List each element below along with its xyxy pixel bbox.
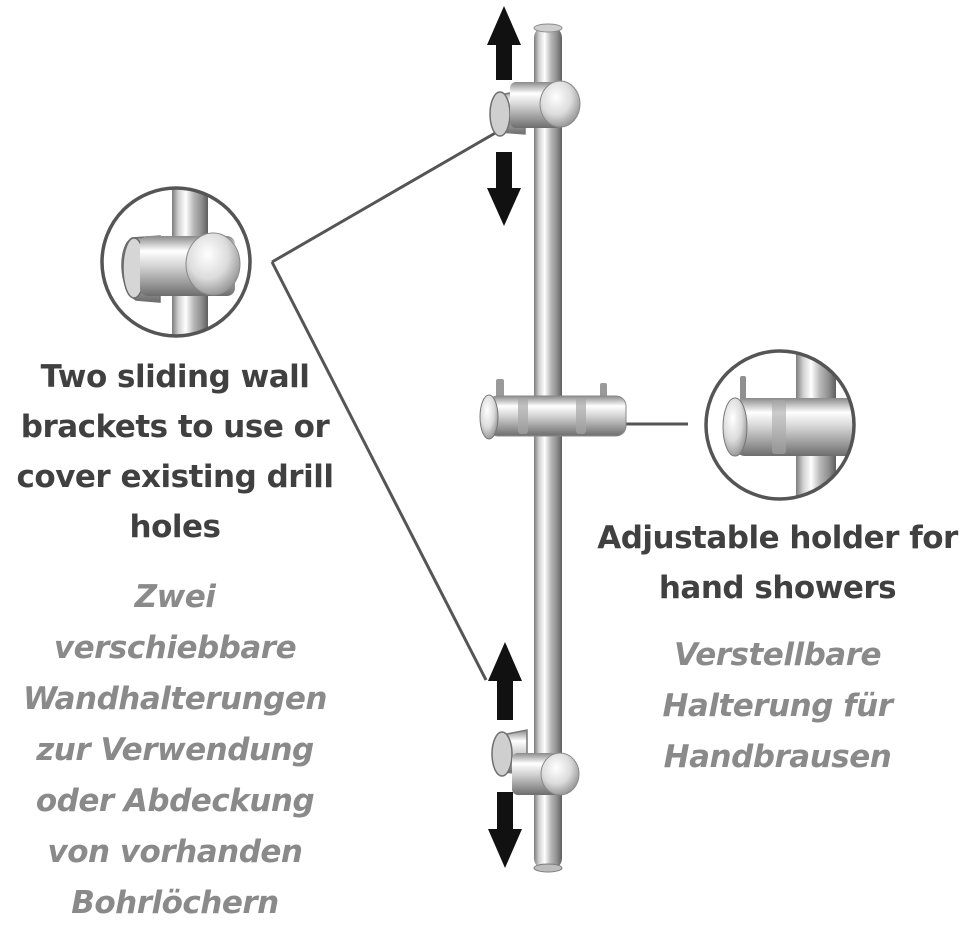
rail-bottom-cap — [533, 863, 563, 873]
holder-caption-en: Adjustable holder for hand showers — [585, 513, 970, 613]
caption-line: Zwei — [134, 579, 216, 615]
callout-line-lower — [270, 261, 488, 681]
slide-arrows — [487, 6, 522, 868]
caption-line: hand showers — [658, 570, 897, 606]
caption-line: holes — [129, 509, 221, 545]
arrow-up-icon — [488, 642, 522, 720]
arrow-down-icon — [488, 792, 522, 868]
caption-line: Verstellbare — [673, 637, 882, 673]
holder-detail-circle — [704, 349, 856, 501]
caption-line: cover existing drill — [16, 459, 334, 495]
caption-line: verschiebbare — [53, 630, 297, 666]
caption-line: oder Abdeckung — [35, 783, 315, 819]
holder-caption-de: Verstellbare Halterung für Handbrausen — [600, 630, 955, 783]
lower-wall-bracket — [491, 729, 580, 796]
shower-rail — [533, 23, 563, 873]
arrow-down-icon — [487, 152, 521, 226]
rail-top-cap — [533, 23, 563, 33]
caption-line: Halterung für — [662, 688, 893, 724]
bracket-detail-circle — [100, 186, 252, 338]
caption-line: Handbrausen — [663, 739, 892, 775]
arrow-up-icon — [487, 6, 521, 80]
caption-line: von vorhanden — [47, 834, 303, 870]
brackets-caption-de: Zwei verschiebbare Wandhalterungen zur V… — [10, 572, 340, 929]
caption-line: Two sliding wall — [40, 359, 310, 395]
caption-line: brackets to use or — [20, 409, 330, 445]
rail-pipe — [534, 26, 562, 870]
callout-line-upper — [271, 130, 498, 264]
brackets-caption-en: Two sliding wall brackets to use or cove… — [10, 352, 340, 552]
upper-wall-bracket — [489, 80, 581, 137]
caption-line: Adjustable holder for — [597, 520, 958, 556]
caption-line: Bohrlöchern — [71, 885, 279, 921]
caption-line: Wandhalterungen — [23, 681, 327, 717]
caption-line: zur Verwendung — [36, 732, 314, 768]
hand-shower-holder — [479, 379, 627, 440]
